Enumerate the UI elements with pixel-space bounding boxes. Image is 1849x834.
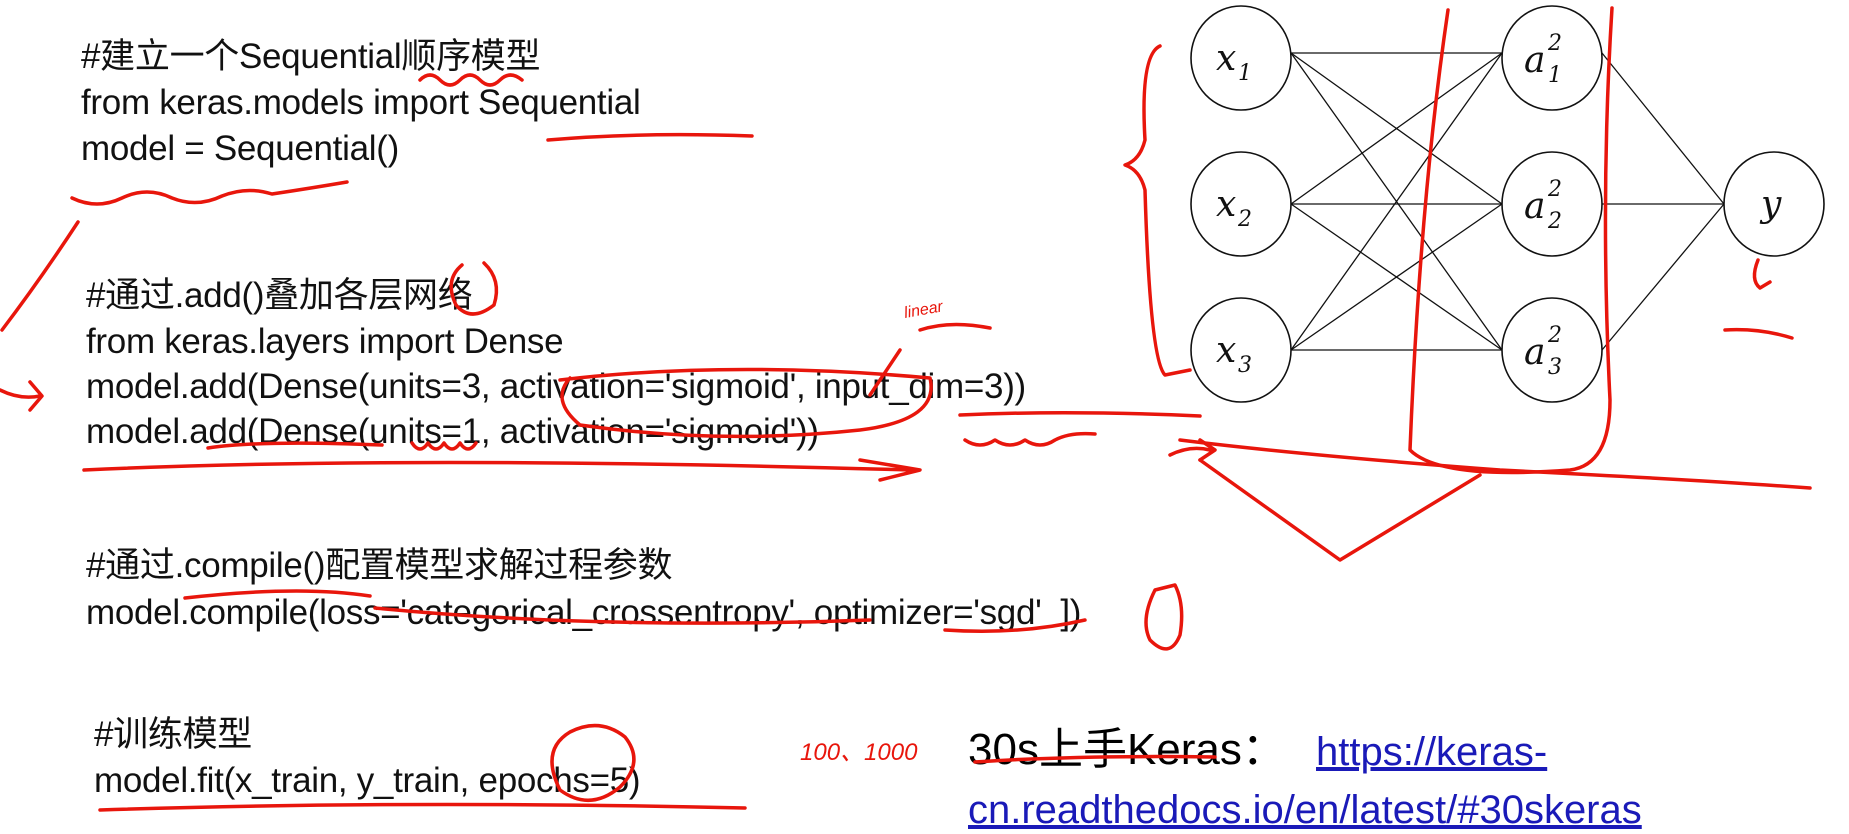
code-comment: #通过.add()叠加各层网络: [86, 276, 473, 315]
hidden-node-a2: a 2 2: [1501, 151, 1603, 257]
edge: [1290, 52, 1503, 351]
code-line: model = Sequential(): [81, 129, 399, 168]
svg-text:a: a: [1524, 332, 1545, 373]
svg-text:2: 2: [1547, 177, 1562, 202]
input-node-x1: x 1: [1190, 5, 1292, 111]
svg-text:x: x: [1216, 330, 1236, 371]
code-line: model.add(Dense(units=3, activation='sig…: [86, 367, 1026, 406]
svg-text:x: x: [1216, 38, 1236, 79]
network-edges: [1290, 52, 1725, 351]
svg-text:3: 3: [1238, 353, 1252, 378]
svg-text:3: 3: [1548, 355, 1562, 380]
input-node-x3: x 3: [1190, 297, 1292, 403]
reference-link-part1[interactable]: https://keras-: [1316, 730, 1548, 774]
reference-link-part2[interactable]: cn.readthedocs.io/en/latest/#30skeras: [968, 788, 1642, 832]
svg-text:a: a: [1524, 186, 1545, 227]
edge: [1290, 52, 1503, 205]
code-comment: #训练模型: [94, 715, 252, 754]
hidden-node-a1: a 2 1: [1501, 5, 1603, 111]
hidden-node-a3: a 2 3: [1501, 297, 1603, 403]
code-line: model.compile(loss='categorical_crossent…: [86, 593, 1082, 632]
edge: [1290, 203, 1503, 351]
code-comment: #建立一个Sequential顺序模型: [81, 37, 541, 76]
svg-text:2: 2: [1547, 209, 1562, 234]
edge: [1601, 203, 1725, 351]
svg-text:2: 2: [1547, 323, 1562, 348]
red-annotations: [0, 6, 1812, 812]
svg-text:2: 2: [1237, 207, 1252, 232]
edge: [1601, 52, 1725, 205]
svg-text:y: y: [1759, 184, 1782, 225]
svg-text:2: 2: [1547, 31, 1562, 56]
svg-text:x: x: [1216, 184, 1236, 225]
annotation-epochs: 100、1000: [800, 739, 918, 766]
code-comment: #通过.compile()配置模型求解过程参数: [86, 546, 673, 585]
code-line: model.add(Dense(units=1, activation='sig…: [86, 412, 819, 451]
annotation-linear: linear: [903, 298, 945, 322]
reference-title: 30s上手Keras：: [968, 725, 1286, 774]
svg-text:1: 1: [1238, 61, 1252, 86]
code-line: from keras.models import Sequential: [81, 83, 641, 122]
svg-text:a: a: [1524, 40, 1545, 81]
code-line: model.fit(x_train, y_train, epochs=5): [94, 761, 641, 800]
output-node-y: y: [1723, 151, 1825, 257]
input-node-x2: x 2: [1190, 151, 1292, 257]
code-line: from keras.layers import Dense: [86, 322, 564, 361]
svg-text:1: 1: [1548, 63, 1562, 88]
